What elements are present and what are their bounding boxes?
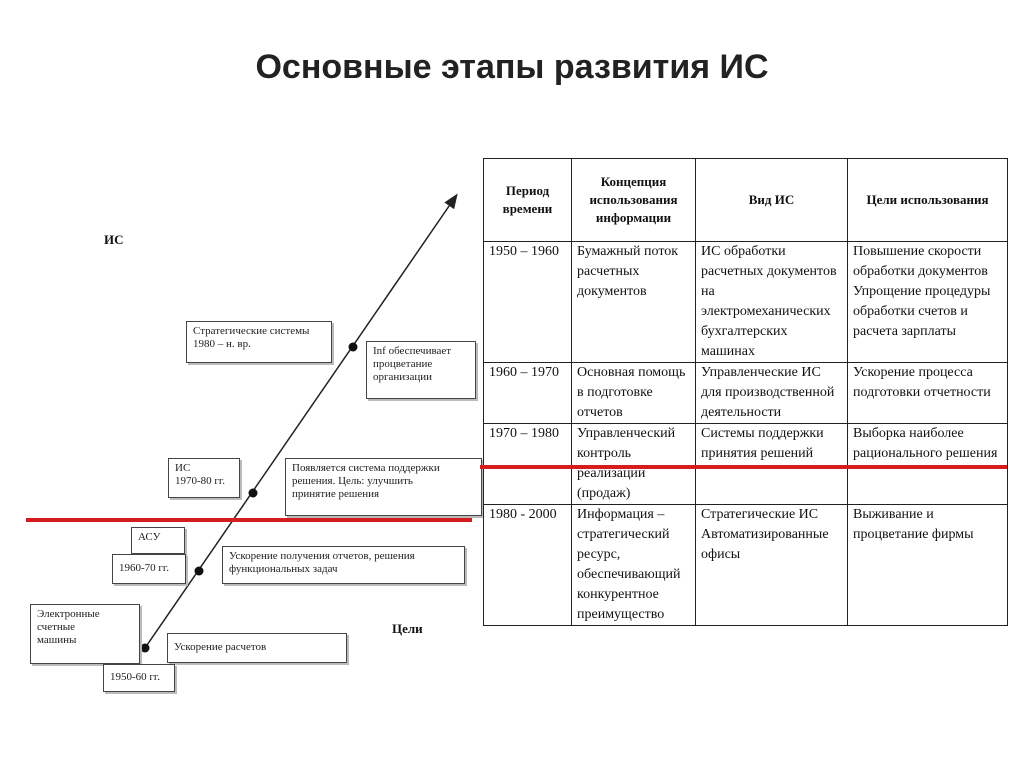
axis-label-is: ИС xyxy=(104,232,124,247)
column-header-concept: Концепция использования информации xyxy=(571,158,696,242)
table-header-row: Период времени Концепция использования и… xyxy=(483,158,1008,242)
milestone-dot-1970 xyxy=(248,488,258,498)
milestone-dot-1960 xyxy=(194,566,204,576)
asu-box: АСУ xyxy=(131,527,185,554)
is-1970-80-box: ИС 1970-80 гг. xyxy=(168,458,240,498)
milestone-dot-1950 xyxy=(140,643,150,653)
faster-calculations-box: Ускорение расчетов xyxy=(167,633,347,663)
faster-reports-box: Ускорение получения отчетов, решения фун… xyxy=(222,546,465,584)
red-divider-left xyxy=(26,518,472,522)
red-divider-right xyxy=(480,465,1007,469)
info-prosperity-box: Inf обеспечивает процветание организации xyxy=(366,341,476,399)
period-1960-70-box: 1960-70 гг. xyxy=(112,554,186,584)
column-header-goals: Цели использования xyxy=(847,158,1008,242)
period-1950-60-box: 1950-60 гг. xyxy=(103,664,175,692)
milestone-dot-1980 xyxy=(348,342,358,352)
table-row: 1970 – 1980 Управленческий контроль реал… xyxy=(483,423,1008,505)
strategic-systems-box: Стратегические системы 1980 – н. вр. xyxy=(186,321,332,363)
column-header-is-type: Вид ИС xyxy=(695,158,848,242)
decision-support-box: Появляется система поддержки решения. Це… xyxy=(285,458,482,516)
table-row: 1950 – 1960 Бумажный поток расчетных док… xyxy=(483,241,1008,363)
page-title: Основные этапы развития ИС xyxy=(255,48,769,86)
axis-label-goals: Цели xyxy=(392,621,423,636)
stages-table: Период времени Концепция использования и… xyxy=(483,158,1008,626)
table-row: 1980 - 2000 Информация – стратегический … xyxy=(483,504,1008,626)
column-header-period: Период времени xyxy=(483,158,572,242)
table-row: 1960 – 1970 Основная помощь в подготовке… xyxy=(483,362,1008,424)
calculating-machines-box: Электронные счетные машины xyxy=(30,604,140,664)
